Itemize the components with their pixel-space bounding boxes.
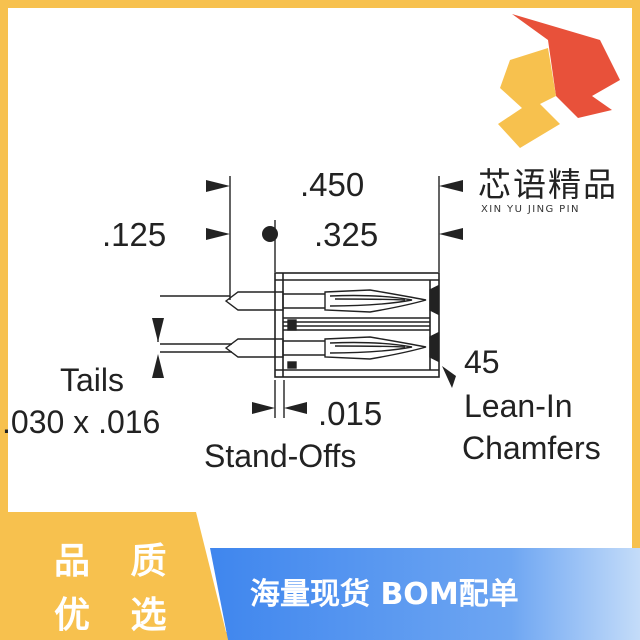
banner-background bbox=[210, 548, 640, 640]
angle-label: 45 bbox=[464, 344, 500, 380]
brand-name: 芯语精品 bbox=[478, 165, 618, 204]
offset-dim: .125 bbox=[102, 216, 167, 253]
leadin-label: Lean-In bbox=[464, 388, 573, 424]
connector-body bbox=[274, 272, 440, 378]
extension-lines bbox=[160, 176, 440, 418]
badge-line-1: 品 质 bbox=[54, 541, 181, 582]
chamfer-marks bbox=[429, 284, 439, 363]
tails-size-label: .030 x .016 bbox=[2, 404, 161, 440]
overall-width-dim: .450 bbox=[300, 166, 365, 203]
contact-upper bbox=[224, 289, 430, 331]
contact-lower bbox=[224, 325, 430, 369]
center-dot bbox=[262, 226, 278, 242]
banner-text: 海量现货 BOM配单 bbox=[250, 577, 519, 612]
badge-line-2: 优 选 bbox=[54, 595, 181, 636]
brand-pinyin: XIN YU JING PIN bbox=[481, 204, 580, 215]
brand-logo-icon bbox=[498, 14, 620, 148]
tails-label: Tails bbox=[60, 362, 125, 398]
badge-background bbox=[0, 512, 228, 640]
chamfers-label: Chamfers bbox=[462, 430, 601, 466]
standoff-dim: .015 bbox=[318, 395, 383, 432]
dimension-arrows bbox=[152, 180, 463, 414]
body-width-dim: .325 bbox=[314, 216, 379, 253]
standoffs-label: Stand-Offs bbox=[204, 438, 357, 474]
